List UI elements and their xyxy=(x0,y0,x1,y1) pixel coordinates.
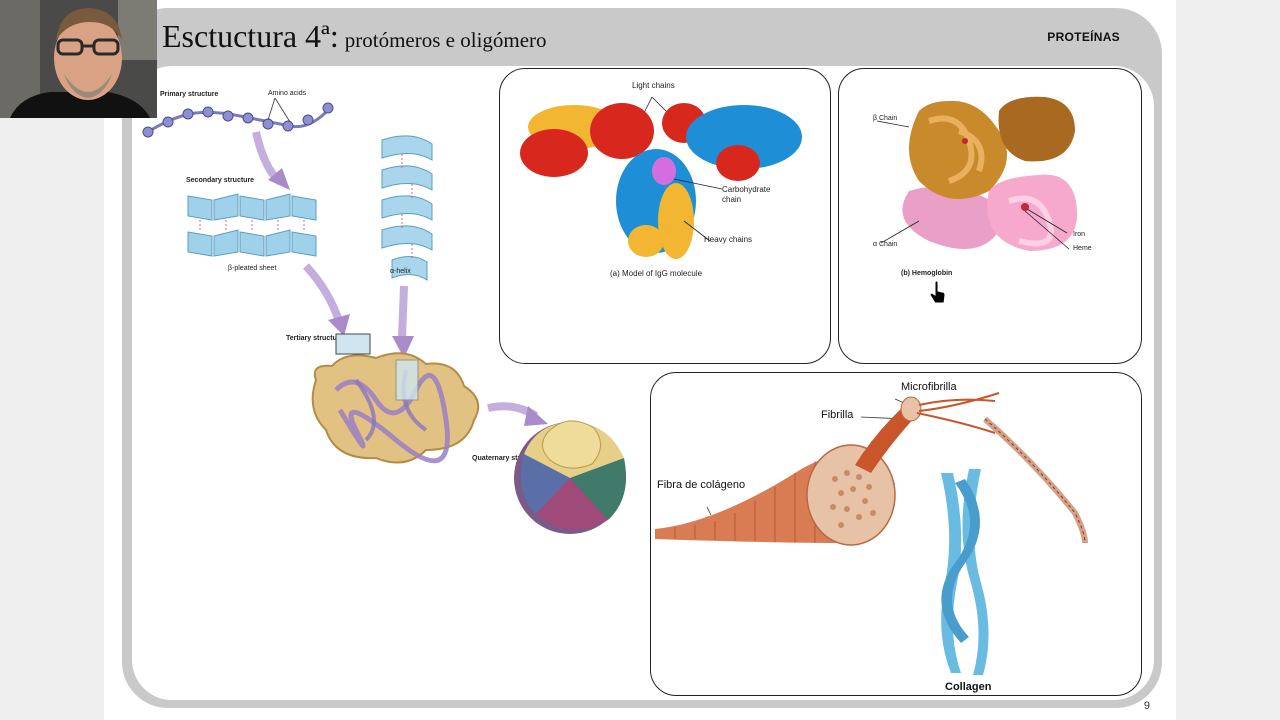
label-fibra-colageno: Fibra de colágeno xyxy=(657,479,746,491)
igg-molecule-graphic xyxy=(520,96,802,259)
arrow-tertiary-to-quaternary xyxy=(487,402,548,426)
right-margin xyxy=(1176,0,1280,720)
label-heavy-chains: Heavy chains xyxy=(704,235,753,244)
label-iron: Iron xyxy=(1073,231,1086,238)
igg-caption: (a) Model of IgG molecule xyxy=(610,269,703,278)
label-beta-sheet: β-pleated sheet xyxy=(228,265,277,272)
hand-cursor-icon xyxy=(929,280,946,304)
label-microfibrilla: Microfibrilla xyxy=(901,381,957,393)
label-quaternary-structure: Quaternary structure xyxy=(472,455,542,462)
label-light-chains: Light chains xyxy=(632,81,675,90)
label-beta-chain: β Chain xyxy=(873,115,898,122)
igg-panel: Light chains Carbohydrate chain Heavy ch… xyxy=(499,68,831,364)
presenter-video-icon xyxy=(0,0,157,118)
label-alpha-helix: α-helix xyxy=(390,268,411,275)
label-heme: Heme xyxy=(1073,245,1092,252)
hemoglobin-caption: (b) Hemoglobin xyxy=(901,270,953,277)
slide-title: Esctuctura 4ª:protómeros e oligómero xyxy=(162,18,547,55)
label-collagen: Collagen xyxy=(945,681,992,693)
primary-chain-graphic xyxy=(142,97,334,138)
slide-title-main: Esctuctura 4ª: xyxy=(162,18,339,54)
hemoglobin-panel: β Chain α Chain Iron Heme (b) Hemoglobin xyxy=(838,68,1142,364)
left-margin xyxy=(0,0,104,720)
section-tag: PROTEÍNAS xyxy=(1047,30,1120,44)
arrow-primary-to-secondary xyxy=(252,131,290,190)
label-carbohydrate-chain: Carbohydrate chain xyxy=(722,185,771,204)
beta-sheet-graphic xyxy=(187,193,317,257)
hemoglobin-graphic xyxy=(876,96,1078,251)
slide-title-sub: protómeros e oligómero xyxy=(344,28,547,52)
alpha-helix-graphic xyxy=(381,135,433,281)
page-number: 9 xyxy=(1143,700,1150,712)
label-secondary-structure: Secondary structure xyxy=(186,176,254,185)
label-secondary-structure-text: Secondary structure xyxy=(186,177,255,184)
webcam-overlay xyxy=(0,0,157,118)
quaternary-structure-graphic xyxy=(514,420,626,534)
collagen-panel: Microfibrilla Fibrilla Fibra de colágeno xyxy=(650,372,1142,696)
arrow-sheet-to-tertiary xyxy=(303,263,350,336)
arrow-helix-to-tertiary xyxy=(392,285,414,358)
label-primary-structure: Primary structure xyxy=(160,91,219,98)
slide: Esctuctura 4ª:protómeros e oligómero PRO… xyxy=(104,0,1176,720)
tertiary-structure-graphic xyxy=(311,333,480,464)
label-fibrilla: Fibrilla xyxy=(821,409,854,421)
collagen-fiber-graphic xyxy=(655,392,1088,675)
label-amino-acids: Amino acids xyxy=(268,90,307,97)
label-alpha-chain: α Chain xyxy=(873,241,898,248)
label-tertiary-structure: Tertiary structure xyxy=(286,335,344,342)
